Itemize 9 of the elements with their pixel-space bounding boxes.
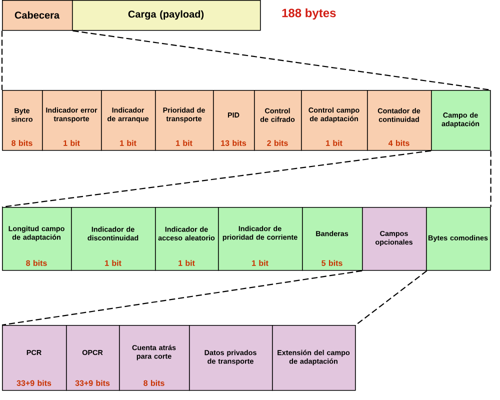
size-label: 188 bytes xyxy=(282,8,336,20)
expansion-line xyxy=(2,270,362,326)
expansion-line xyxy=(490,150,492,207)
expansion-line xyxy=(2,150,432,208)
expansion-line xyxy=(1,30,3,90)
expansion-line xyxy=(355,270,428,326)
expansion-line xyxy=(72,30,491,91)
header-box: Cabecera xyxy=(2,0,73,31)
payload-box: Carga (payload) xyxy=(72,0,261,31)
